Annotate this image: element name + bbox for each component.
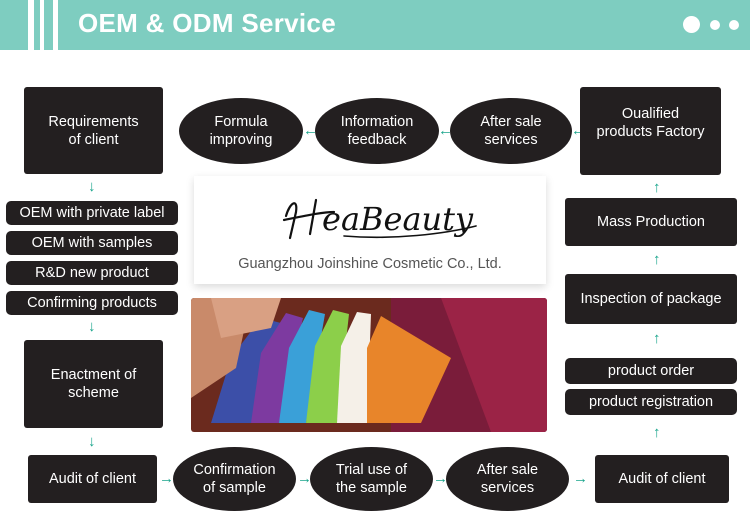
arrow-down-icon: ↓ [88, 178, 96, 195]
svg-text:eaBeauty: eaBeauty [322, 200, 474, 238]
formula-improving-oval: Formula improving [179, 98, 303, 164]
enactment-of-scheme-box: Enactment of scheme [24, 340, 163, 428]
information-feedback-oval: Information feedback [315, 98, 439, 164]
arrow-right-icon: → [297, 470, 312, 487]
arrow-up-icon: ↑ [653, 251, 661, 268]
after-sale-services-top-oval: After sale services [450, 98, 572, 164]
arrow-up-icon: ↑ [653, 424, 661, 441]
audit-of-client-right-box: Audit of client [595, 455, 729, 503]
confirmation-of-sample-oval: Confirmation of sample [173, 447, 296, 511]
option-samples: OEM with samples [6, 231, 178, 255]
header-stripe [40, 0, 44, 50]
mass-production-box: Mass Production [565, 198, 737, 246]
arrow-down-icon: ↓ [88, 433, 96, 450]
arrow-left-icon: ← [303, 122, 318, 139]
option-confirming-products: Confirming products [6, 291, 178, 315]
page-title: OEM & ODM Service [78, 8, 336, 38]
arrow-right-icon: → [433, 470, 448, 487]
arrow-right-icon: → [573, 470, 588, 487]
dot-icon [710, 20, 720, 30]
header-bar: OEM & ODM Service [0, 0, 750, 50]
option-rd-new-product: R&D new product [6, 261, 178, 285]
product-registration-pill: product registration [565, 389, 737, 415]
dot-icon [729, 20, 739, 30]
trial-use-of-sample-oval: Trial use of the sample [310, 447, 433, 511]
color-swatch-photo [191, 298, 547, 432]
product-order-pill: product order [565, 358, 737, 384]
header-stripe [53, 0, 58, 50]
company-name: Guangzhou Joinshine Cosmetic Co., Ltd. [238, 256, 502, 272]
qualified-products-factory-box: Oualified products Factory [580, 87, 721, 175]
option-private-label: OEM with private label [6, 201, 178, 225]
requirements-of-client-box: Requirements of client [24, 87, 163, 174]
arrow-right-icon: → [159, 470, 174, 487]
arrow-up-icon: ↑ [653, 179, 661, 196]
brand-signature-logo: eaBeauty [282, 198, 477, 240]
arrow-left-icon: ← [438, 122, 453, 139]
inspection-of-package-box: Inspection of package [565, 274, 737, 324]
company-logo-card: eaBeauty Guangzhou Joinshine Cosmetic Co… [194, 176, 546, 284]
dot-icon [683, 16, 700, 33]
audit-of-client-left-box: Audit of client [28, 455, 157, 503]
arrow-up-icon: ↑ [653, 330, 661, 347]
after-sale-services-bottom-oval: After sale services [446, 447, 569, 511]
header-stripe [28, 0, 34, 50]
arrow-down-icon: ↓ [88, 318, 96, 335]
